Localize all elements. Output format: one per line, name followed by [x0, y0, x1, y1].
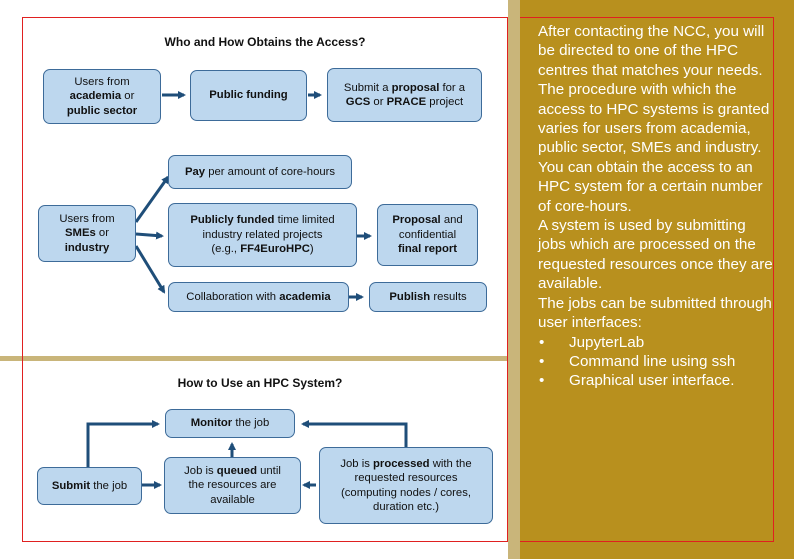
proposal-final-report-box: Proposal and confidential final report — [377, 204, 478, 266]
users-smes-box: Users from SMEs or industry — [38, 205, 136, 262]
submit-box: Submit the job — [37, 467, 142, 505]
queued-box: Job is queued until the resources are av… — [164, 457, 301, 514]
arrow-smes-to-pay — [134, 175, 170, 223]
bottom-diagram-title: How to Use an HPC System? — [177, 376, 343, 390]
arrow-processed-to-monitor — [301, 420, 408, 447]
section-divider — [0, 356, 520, 361]
list-item: JupyterLab — [538, 333, 773, 353]
panel-paragraph: The jobs can be submitted through user i… — [538, 294, 772, 332]
panel-paragraph: After contacting the NCC, you will be di… — [538, 23, 765, 79]
publish-box: Publish results — [369, 282, 487, 312]
interface-list: JupyterLab Command line using ssh Graphi… — [538, 333, 773, 392]
public-funding-box: Public funding — [190, 70, 307, 121]
list-item: Graphical user interface. — [538, 371, 773, 391]
side-panel — [520, 0, 794, 559]
submit-proposal-box: Submit a proposal for a GCS or PRACE pro… — [327, 68, 482, 122]
arrow-smes-to-publicly-funded — [135, 231, 164, 240]
collaboration-box: Collaboration with academia — [168, 282, 349, 312]
divider-strip — [508, 0, 520, 559]
slide-frame — [22, 17, 508, 542]
top-diagram-title: Who and How Obtains the Access? — [164, 35, 366, 49]
monitor-box: Monitor the job — [165, 409, 295, 438]
panel-paragraph: A system is used by submitting jobs whic… — [538, 217, 773, 293]
arrow-smes-to-collaboration — [134, 245, 166, 294]
processed-box: Job is processed with the requested reso… — [319, 447, 493, 524]
users-academia-box: Users from academia or public sector — [43, 69, 161, 124]
panel-paragraph: You can obtain the access to an HPC syst… — [538, 158, 763, 215]
publicly-funded-box: Publicly funded time limited industry re… — [168, 203, 357, 267]
arrow-submit-to-monitor — [86, 420, 160, 467]
panel-paragraph: The procedure with which the access to H… — [538, 81, 770, 157]
list-item: Command line using ssh — [538, 352, 773, 372]
diagram-arrows — [86, 91, 408, 489]
panel-frame — [520, 17, 774, 542]
side-panel-text: After contacting the NCC, you will be di… — [538, 22, 773, 391]
pay-box: Pay per amount of core-hours — [168, 155, 352, 189]
